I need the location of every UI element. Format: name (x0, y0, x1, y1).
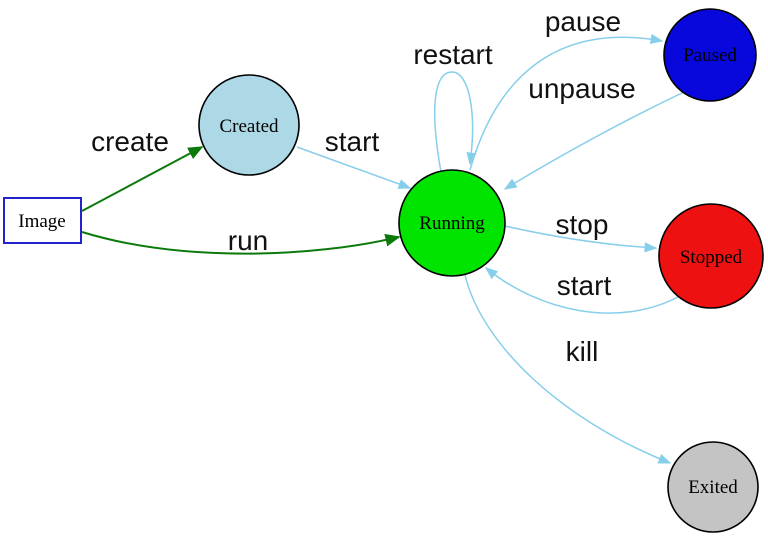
edge-label-pause: pause (545, 6, 621, 37)
edge-unpause-arrow (503, 91, 685, 190)
node-image: Image (3, 197, 82, 244)
edge-label-restart: restart (413, 39, 493, 70)
node-paused-label: Paused (683, 45, 737, 66)
node-paused: Paused (663, 8, 757, 102)
edge-label-stop: stop (556, 209, 609, 240)
node-created-label: Created (219, 116, 279, 137)
edges (81, 33, 685, 464)
node-stopped: Stopped (658, 203, 764, 309)
edge-labels: create run start restart pause unpause s… (91, 6, 636, 367)
node-created: Created (198, 74, 300, 176)
node-stopped-circle (658, 203, 764, 309)
edge-create-arrow (81, 146, 204, 212)
node-running-label: Running (419, 213, 485, 234)
edge-label-kill: kill (566, 336, 599, 367)
node-stopped-label: Stopped (680, 247, 743, 268)
node-running: Running (398, 169, 506, 277)
node-created-circle (198, 74, 300, 176)
edge-start-stopped-running-arrow (484, 267, 679, 314)
node-exited: Exited (667, 441, 759, 533)
node-paused-circle (663, 8, 757, 102)
edge-stop-arrow (504, 225, 658, 253)
edge-restart-selfloop-arrow (433, 71, 477, 173)
node-image-box (3, 197, 82, 244)
edge-label-start-1: start (325, 126, 380, 157)
edge-start-created-running-arrow (296, 146, 412, 189)
edge-label-create: create (91, 126, 169, 157)
node-exited-circle (667, 441, 759, 533)
edge-label-run: run (228, 225, 268, 256)
edge-label-unpause: unpause (528, 73, 635, 104)
edge-kill-arrow (464, 274, 672, 464)
edge-label-start-2: start (557, 270, 612, 301)
edge-run-arrow (81, 231, 401, 255)
nodes: Image Created Running Paused Stopped Exi (3, 8, 764, 533)
node-running-circle (398, 169, 506, 277)
node-image-label: Image (18, 211, 65, 232)
node-exited-label: Exited (688, 477, 738, 498)
edge-pause-arrow (469, 33, 664, 171)
